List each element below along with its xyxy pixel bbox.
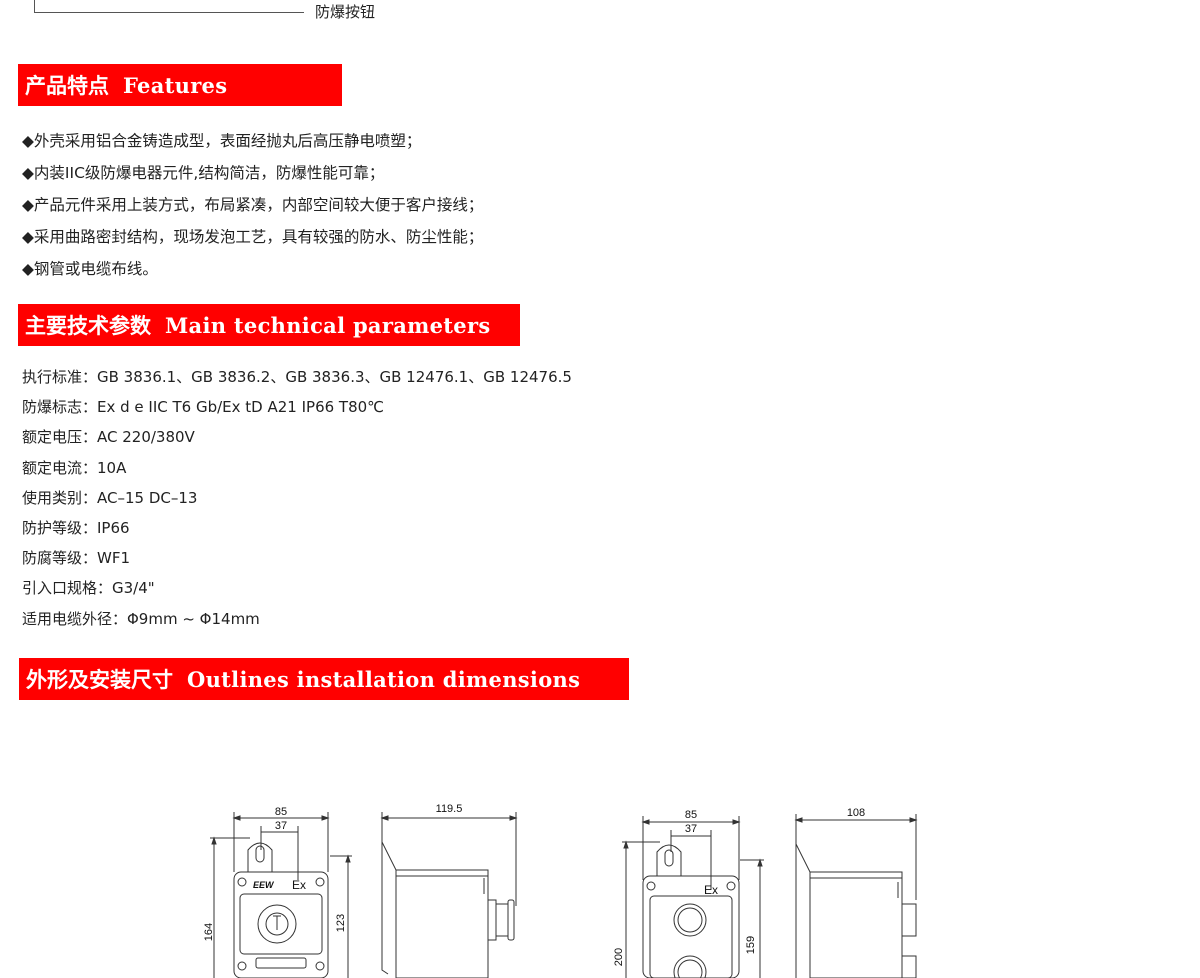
outlines-header: 外形及安装尺寸 Outlines installation dimensions — [19, 658, 629, 700]
param-row: 适用电缆外径：Φ9mm ~ Φ14mm — [22, 609, 260, 628]
dim-height: 164 — [203, 923, 215, 941]
dim-inner-height: 123 — [335, 914, 347, 932]
dim-width: 85 — [275, 806, 287, 818]
section-title-en: Main technical parameters — [165, 312, 491, 338]
params-header: 主要技术参数 Main technical parameters — [18, 304, 520, 346]
params-list: 执行标准：GB 3836.1、GB 3836.2、GB 3836.3、GB 12… — [22, 366, 572, 638]
divider — [34, 12, 304, 13]
side-view-1: 119.5 — [380, 803, 518, 978]
param-row: 额定电压：AC 220/380V — [22, 428, 195, 447]
param-row: 引入口规格：G3/4" — [22, 579, 155, 598]
list-item: ◆外壳采用铝合金铸造成型，表面经抛丸后高压静电喷塑； — [22, 132, 422, 150]
side-view-2: 108 — [794, 807, 918, 978]
front-view-1: 85 37 164 123 EEW Ex — [203, 806, 352, 978]
list-item: ◆产品元件采用上装方式，布局紧凑，内部空间较大便于客户接线； — [22, 196, 484, 214]
dim-depth: 119.5 — [436, 803, 463, 815]
leader-label: 防爆按钮 — [315, 3, 376, 21]
dim-inner-width: 37 — [275, 820, 287, 832]
param-row: 防爆标志：Ex d e IIC T6 Gb/Ex tD A21 IP66 T80… — [22, 398, 385, 417]
section-title-en: Outlines installation dimensions — [187, 666, 581, 692]
list-item: ◆钢管或电缆布线。 — [22, 260, 158, 278]
section-title-en: Features — [123, 72, 228, 98]
dim-width: 85 — [685, 809, 697, 821]
param-row: 额定电流：10A — [22, 458, 127, 477]
list-item: ◆采用曲路密封结构，现场发泡工艺，具有较强的防水、防尘性能； — [22, 228, 484, 246]
ex-mark: Ex — [704, 883, 718, 897]
dim-height: 200 — [613, 948, 625, 966]
ex-mark: Ex — [292, 878, 306, 892]
dim-inner-height: 159 — [745, 936, 757, 954]
features-list: ◆外壳采用铝合金铸造成型，表面经抛丸后高压静电喷塑； ◆内装IIC级防爆电器元件… — [22, 130, 483, 290]
brand-mark: EEW — [253, 880, 275, 890]
section-title-cn: 外形及安装尺寸 — [26, 668, 173, 692]
section-title-cn: 主要技术参数 — [25, 314, 151, 338]
dim-inner-width: 37 — [685, 823, 697, 835]
param-row: 使用类别：AC–15 DC–13 — [22, 488, 198, 507]
list-item: ◆内装IIC级防爆电器元件,结构简洁，防爆性能可靠； — [22, 164, 385, 182]
param-row: 执行标准：GB 3836.1、GB 3836.2、GB 3836.3、GB 12… — [22, 368, 572, 386]
section-title-cn: 产品特点 — [25, 74, 109, 98]
divider — [34, 0, 35, 13]
features-header: 产品特点 Features — [18, 64, 342, 106]
dim-depth: 108 — [847, 807, 865, 819]
param-row: 防腐等级：WF1 — [22, 549, 131, 568]
front-view-2: 85 37 200 159 Ex — [613, 809, 764, 978]
param-row: 防护等级：IP66 — [22, 518, 130, 537]
